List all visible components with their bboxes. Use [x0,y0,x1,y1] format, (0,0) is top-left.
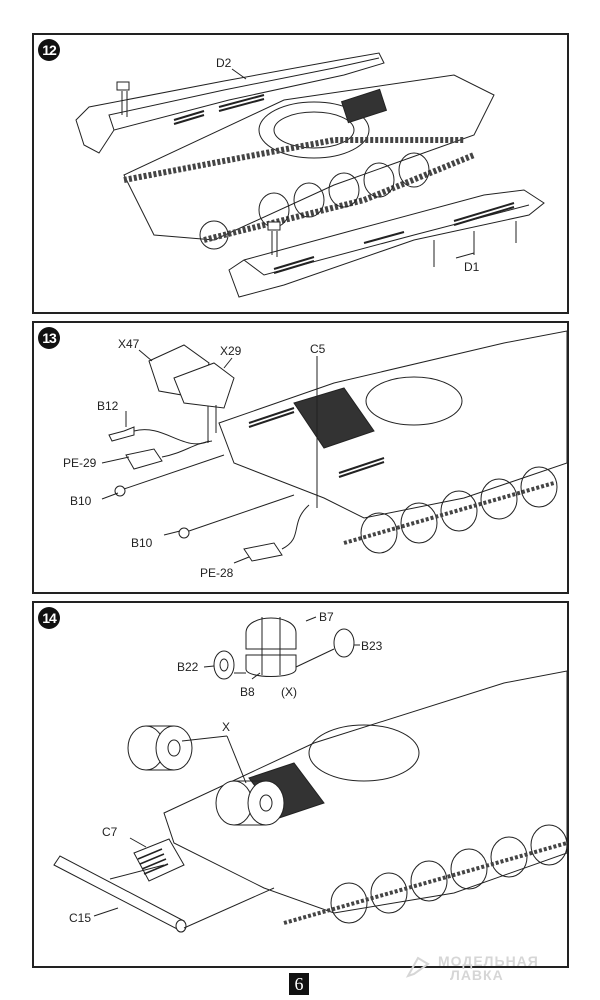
part-label-d2: D2 [216,56,232,70]
part-label-b22: B22 [177,660,199,674]
road-wheels [199,152,430,250]
step-13-panel: 13 [32,321,569,594]
road-wheels [360,466,558,554]
fuel-drum [127,725,193,771]
turret-ring [365,376,463,426]
watermark: МОДЕЛЬНАЯ ЛАВКА [405,953,539,983]
part-b10 [178,527,190,539]
part-label-pe28: PE-28 [200,566,234,580]
part-label-c5: C5 [310,342,326,356]
engine-deck-grille-c5 [293,387,375,449]
part-label-pe29: PE-29 [63,456,97,470]
part-label-b10: B10 [70,494,92,508]
photo-etch-pe28 [243,542,283,562]
step-number-badge: 13 [38,327,60,349]
turret-ring [258,101,370,159]
page-number: 6 [289,973,309,995]
part-label-x47: X47 [118,337,140,351]
part-label-c15: C15 [69,911,91,925]
part-b12 [108,426,135,442]
drum-half-b7 [245,617,297,650]
part-label-x: X [222,720,230,734]
step-13-illustration: X47 X29 C5 B12 PE-29 B10 B10 PE-28 [63,330,567,580]
watermark-line-2: ЛАВКА [450,967,504,983]
step-14-panel: 14 [32,601,569,968]
part-label-x29: X29 [220,344,242,358]
part-label-b8: B8 [240,685,255,699]
part-label-d1: D1 [464,260,480,274]
watermark-line-1: МОДЕЛЬНАЯ [438,953,539,969]
step-number-badge: 14 [38,607,60,629]
part-b10 [114,485,126,497]
part-label-b12: B12 [97,399,119,413]
fuel-drum [215,780,285,826]
part-label-c7: C7 [102,825,118,839]
stowage-box-x29 [173,362,235,409]
drum-end-cap-b22 [213,650,235,680]
vent-grille [173,94,265,125]
fender-bracket-part [267,221,281,231]
turret-ring [308,724,420,782]
part-label-b7: B7 [319,610,334,624]
drum-half-b8 [245,654,297,677]
photo-etch-pe29 [125,448,163,470]
part-label-b10: B10 [131,536,153,550]
step-12-panel: 12 [32,33,569,314]
road-wheels [330,824,567,924]
step-12-illustration: D2 D1 [75,52,545,298]
drum-end-cap-b23 [333,628,355,658]
step-number-badge: 12 [38,39,60,61]
shop-logo-icon [405,956,430,978]
part-label-x-subassembly: (X) [281,685,297,699]
stowage-box-c7 [133,838,185,882]
fender-bracket-part [116,81,130,91]
part-label-b23: B23 [361,639,383,653]
step-14-illustration: B7 B23 B22 B8 (X) X C7 C15 [53,610,567,933]
engine-grille [340,88,388,124]
